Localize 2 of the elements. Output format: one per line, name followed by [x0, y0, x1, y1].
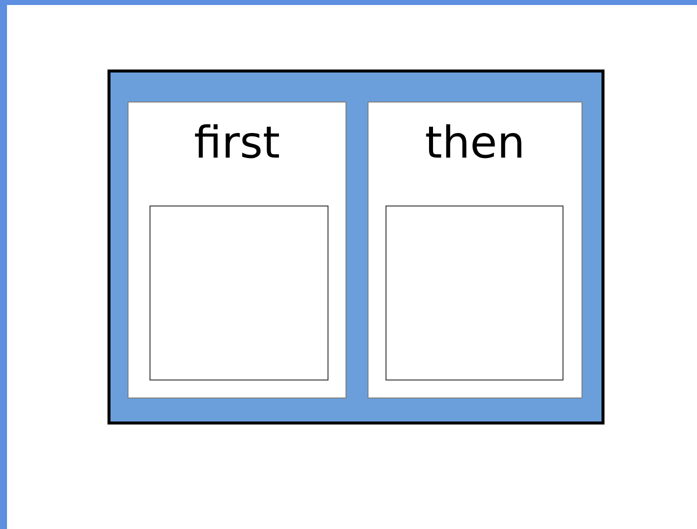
picture-box	[386, 206, 564, 380]
picture-box	[150, 206, 328, 380]
